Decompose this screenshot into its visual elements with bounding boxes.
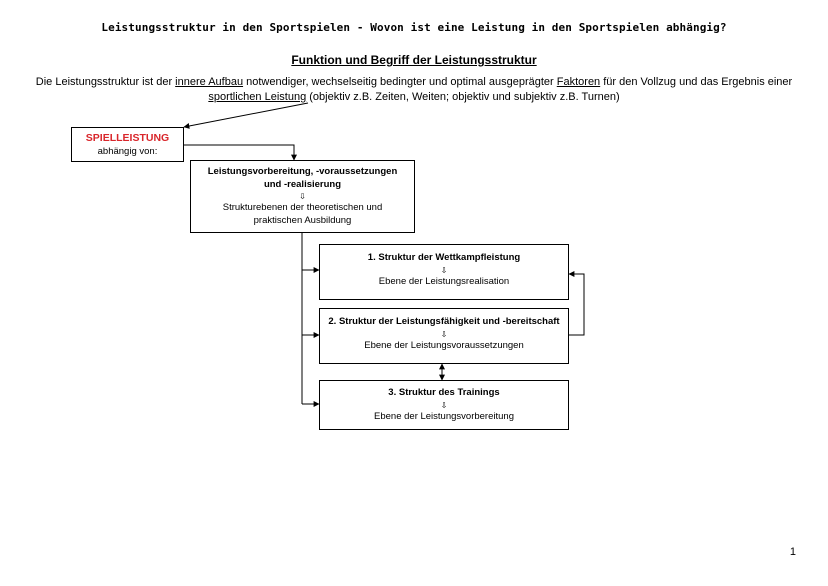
term-sportliche-leistung: sportlichen Leistung (208, 91, 307, 103)
definition-text: (objektiv z.B. Zeiten, Weiten; objektiv … (306, 91, 620, 103)
training-box: 3. Struktur des Trainings ⇩ Ebene der Le… (319, 380, 569, 430)
connector-definition-to-spielleistung (183, 102, 309, 129)
section-heading: Funktion und Begriff der Leistungsstrukt… (291, 53, 537, 67)
definition-text: notwendiger, wechselseitig bedingter und… (243, 76, 557, 88)
wettkampf-text: Ebene der Leistungsrealisation (378, 275, 510, 287)
connector-loop-faehigkeit-to-wettkampf (568, 271, 585, 336)
page-number: 1 (789, 546, 796, 558)
down-arrow-icon: ⇩ (299, 192, 306, 201)
down-arrow-icon: ⇩ (440, 400, 448, 410)
wettkampf-box: 1. Struktur der Wettkampfleistung ⇩ Eben… (319, 244, 569, 300)
training-text: Ebene der Leistungsvorbereitung (374, 410, 514, 422)
term-faktoren: Faktoren (556, 76, 601, 88)
spielleistung-text: abhängig von: (97, 145, 158, 157)
wettkampf-heading: 1. Struktur der Wettkampfleistung (367, 252, 521, 263)
vorbereitung-heading: Leistungsvorbereitung, -voraussetzungen … (207, 166, 398, 190)
training-heading: 3. Struktur des Trainings (388, 387, 500, 398)
vorbereitung-text: Strukturebenen der theoretischen und pra… (222, 202, 383, 226)
definition-paragraph: Die Leistungsstruktur ist der innere Auf… (30, 75, 798, 105)
spielleistung-box: SPIELLEISTUNG abhängig von: (71, 127, 184, 162)
connector-spielleistung-to-vorbereitung (184, 144, 297, 161)
document-title: Leistungsstruktur in den Sportspielen - … (101, 21, 727, 34)
faehigkeit-text: Ebene der Leistungsvoraussetzungen (364, 339, 524, 351)
definition-text: Die Leistungsstruktur ist der (35, 76, 176, 88)
vorbereitung-box: Leistungsvorbereitung, -voraussetzungen … (190, 160, 415, 233)
down-arrow-icon: ⇩ (440, 265, 448, 275)
term-innerer-aufbau: innere Aufbau (175, 76, 244, 88)
faehigkeit-heading: 2. Struktur der Leistungsfähigkeit und -… (328, 316, 560, 327)
spielleistung-heading: SPIELLEISTUNG (85, 132, 170, 144)
down-arrow-icon: ⇩ (440, 329, 448, 339)
definition-text: für den Vollzug und das Ergebnis einer (600, 76, 793, 88)
faehigkeit-box: 2. Struktur der Leistungsfähigkeit und -… (319, 308, 569, 364)
